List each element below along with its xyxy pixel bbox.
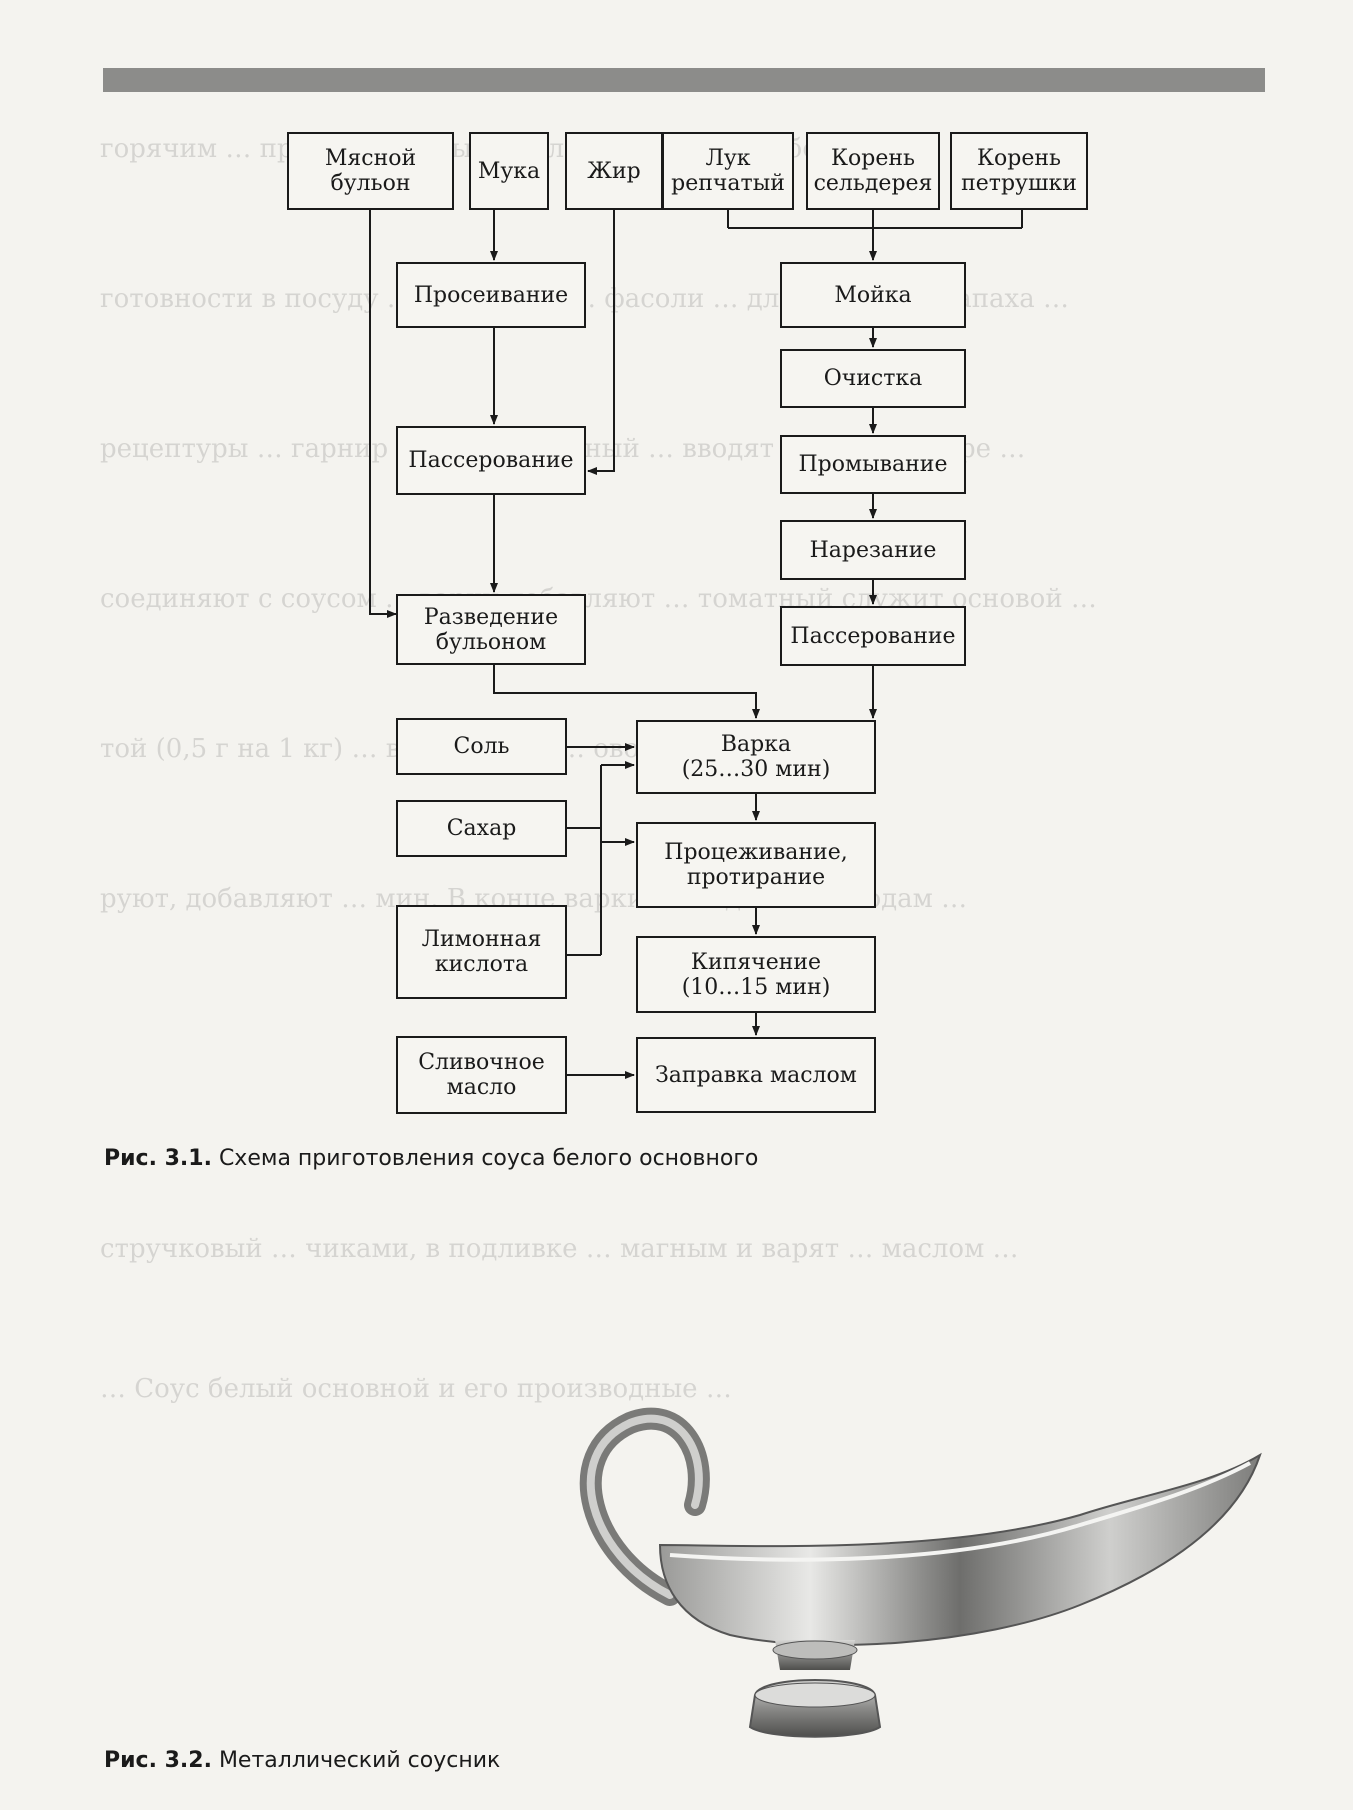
- box-diluting: Разведение бульоном: [396, 594, 586, 665]
- box-boiling: Кипячение (10…15 мин): [636, 936, 876, 1013]
- box-onion: Лук репчатый: [662, 132, 794, 210]
- figure-1-title: Схема приготовления соуса белого основно…: [218, 1146, 759, 1171]
- box-celery-root: Корень сельдерея: [806, 132, 940, 210]
- figure-1-label: Рис. 3.1.: [104, 1146, 212, 1171]
- box-washing: Мойка: [780, 262, 966, 328]
- box-parsley-root: Корень петрушки: [950, 132, 1088, 210]
- figure-1-caption: Рис. 3.1. Схема приготовления соуса бело…: [104, 1146, 758, 1171]
- box-lemon-acid: Лимонная кислота: [396, 905, 567, 999]
- bleed-through-text: … Соус белый основной и его производные …: [100, 1374, 732, 1404]
- box-sauteing-roots: Пассерование: [780, 606, 966, 666]
- gravy-boat-photo: [579, 1407, 1262, 1738]
- box-fat: Жир: [565, 132, 663, 210]
- box-sugar: Сахар: [396, 800, 567, 857]
- arrow-fat-sauteing: [587, 210, 615, 475]
- box-sifting: Просеивание: [396, 262, 586, 328]
- box-cooking: Варка (25…30 мин): [636, 720, 876, 794]
- bleed-through-text: стручковый … чиками, в подливке … магным…: [100, 1234, 1019, 1264]
- figure-2-label: Рис. 3.2.: [104, 1748, 212, 1773]
- box-flour: Мука: [469, 132, 549, 210]
- arrow-diluting-cooking: [493, 665, 760, 719]
- figure-2-caption: Рис. 3.2. Металлический соусник: [104, 1748, 500, 1773]
- box-dressing: Заправка маслом: [636, 1037, 876, 1113]
- arrow-broth-diluting: [369, 210, 397, 618]
- box-sauteing-flour: Пассерование: [396, 426, 586, 495]
- box-rinsing: Промывание: [780, 435, 966, 494]
- box-salt: Соль: [396, 718, 567, 775]
- box-straining: Процеживание, протирание: [636, 822, 876, 908]
- figure-2-title: Металлический соусник: [218, 1748, 501, 1773]
- box-butter: Сливочное масло: [396, 1036, 567, 1114]
- box-cleaning: Очистка: [780, 349, 966, 408]
- box-cutting: Нарезание: [780, 520, 966, 580]
- box-meat-broth: Мясной бульон: [287, 132, 454, 210]
- page-header-band: [103, 68, 1265, 92]
